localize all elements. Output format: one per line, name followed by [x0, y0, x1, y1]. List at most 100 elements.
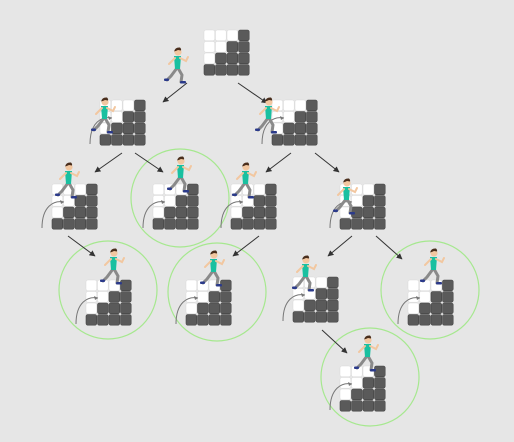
- stair-block: [86, 195, 98, 207]
- stair-block: [351, 218, 363, 230]
- highlight-circle-n2b1a: [320, 327, 420, 427]
- stair-block: [230, 218, 242, 230]
- stair-block: [74, 195, 86, 207]
- empty-cell: [152, 183, 164, 195]
- stair-block: [122, 134, 134, 146]
- staircase-n2b1: [292, 276, 339, 323]
- edge-arrow-n1-n1a: [94, 152, 123, 173]
- stair-block: [242, 218, 254, 230]
- stair-block: [120, 279, 132, 291]
- edge-arrow-n2-n2b: [314, 152, 340, 173]
- empty-cell: [351, 377, 363, 389]
- jump-arc-head: [60, 200, 64, 204]
- stair-block: [430, 302, 442, 314]
- runner-figure-n2a: [232, 162, 257, 199]
- runner-figure-n1: [91, 97, 116, 134]
- empty-cell: [419, 291, 431, 303]
- stair-block: [430, 314, 442, 326]
- stair-block: [108, 314, 120, 326]
- edge-arrow-n2b1-n2b1a: [321, 329, 348, 354]
- empty-cell: [185, 302, 197, 314]
- stair-block: [374, 388, 386, 400]
- stair-block: [374, 218, 386, 230]
- stair-block: [304, 311, 316, 323]
- empty-cell: [185, 291, 197, 303]
- jump-arc-head: [161, 200, 165, 204]
- empty-cell: [122, 99, 134, 111]
- edge-arrow-root-n2: [237, 82, 268, 104]
- stair-block: [164, 206, 176, 218]
- runner-figure-root: [164, 47, 189, 84]
- stair-block: [175, 195, 187, 207]
- stair-block: [238, 64, 250, 76]
- stair-block: [271, 134, 283, 146]
- empty-cell: [215, 29, 227, 41]
- empty-cell: [230, 206, 242, 218]
- stair-block: [99, 134, 111, 146]
- stair-block: [306, 99, 318, 111]
- stair-block: [351, 388, 363, 400]
- highlight-circle-n2b2: [380, 240, 480, 340]
- jump-arc-head: [94, 296, 98, 300]
- stair-block: [86, 206, 98, 218]
- stair-block: [120, 314, 132, 326]
- edge-arrow-n2b-n2b1: [327, 235, 353, 257]
- stair-block: [197, 314, 209, 326]
- runner-figure-n1a1: [100, 248, 125, 285]
- stair-block: [362, 195, 374, 207]
- stair-block: [187, 218, 199, 230]
- empty-cell: [185, 279, 197, 291]
- stair-block: [226, 52, 238, 64]
- stair-block: [203, 64, 215, 76]
- jump-arc-head: [239, 200, 243, 204]
- stair-block: [362, 377, 374, 389]
- empty-cell: [292, 288, 304, 300]
- empty-cell: [164, 195, 176, 207]
- stair-block: [327, 276, 339, 288]
- stair-block: [175, 206, 187, 218]
- stair-block: [187, 206, 199, 218]
- stair-block: [374, 400, 386, 412]
- stair-block: [374, 377, 386, 389]
- stair-block: [265, 195, 277, 207]
- stair-block: [283, 122, 295, 134]
- empty-cell: [351, 195, 363, 207]
- staircase-n2a1: [185, 279, 232, 326]
- stair-block: [63, 218, 75, 230]
- stair-block: [97, 314, 109, 326]
- stair-block: [339, 218, 351, 230]
- stair-block: [253, 206, 265, 218]
- empty-cell: [111, 111, 123, 123]
- stair-block: [85, 314, 97, 326]
- stair-block: [108, 291, 120, 303]
- edge-arrow-n1-n1b: [134, 152, 164, 173]
- stair-block: [265, 183, 277, 195]
- empty-cell: [362, 183, 374, 195]
- highlight-circle-n1a1: [58, 240, 158, 340]
- empty-cell: [407, 279, 419, 291]
- stair-block: [134, 111, 146, 123]
- stair-block: [238, 29, 250, 41]
- empty-cell: [339, 388, 351, 400]
- runner-figure-n2b1: [292, 255, 317, 292]
- stair-block: [374, 195, 386, 207]
- empty-cell: [152, 206, 164, 218]
- empty-cell: [407, 302, 419, 314]
- stair-block: [304, 299, 316, 311]
- stair-block: [327, 311, 339, 323]
- stair-block: [339, 400, 351, 412]
- stair-block: [442, 302, 454, 314]
- stair-block: [111, 134, 123, 146]
- stair-block: [419, 314, 431, 326]
- empty-cell: [85, 291, 97, 303]
- stair-block: [238, 52, 250, 64]
- stair-block: [419, 302, 431, 314]
- stair-block: [120, 302, 132, 314]
- stair-block: [292, 311, 304, 323]
- empty-cell: [74, 183, 86, 195]
- stair-block: [362, 206, 374, 218]
- stair-block: [315, 311, 327, 323]
- staircase-n2b2: [407, 279, 454, 326]
- stair-block: [306, 122, 318, 134]
